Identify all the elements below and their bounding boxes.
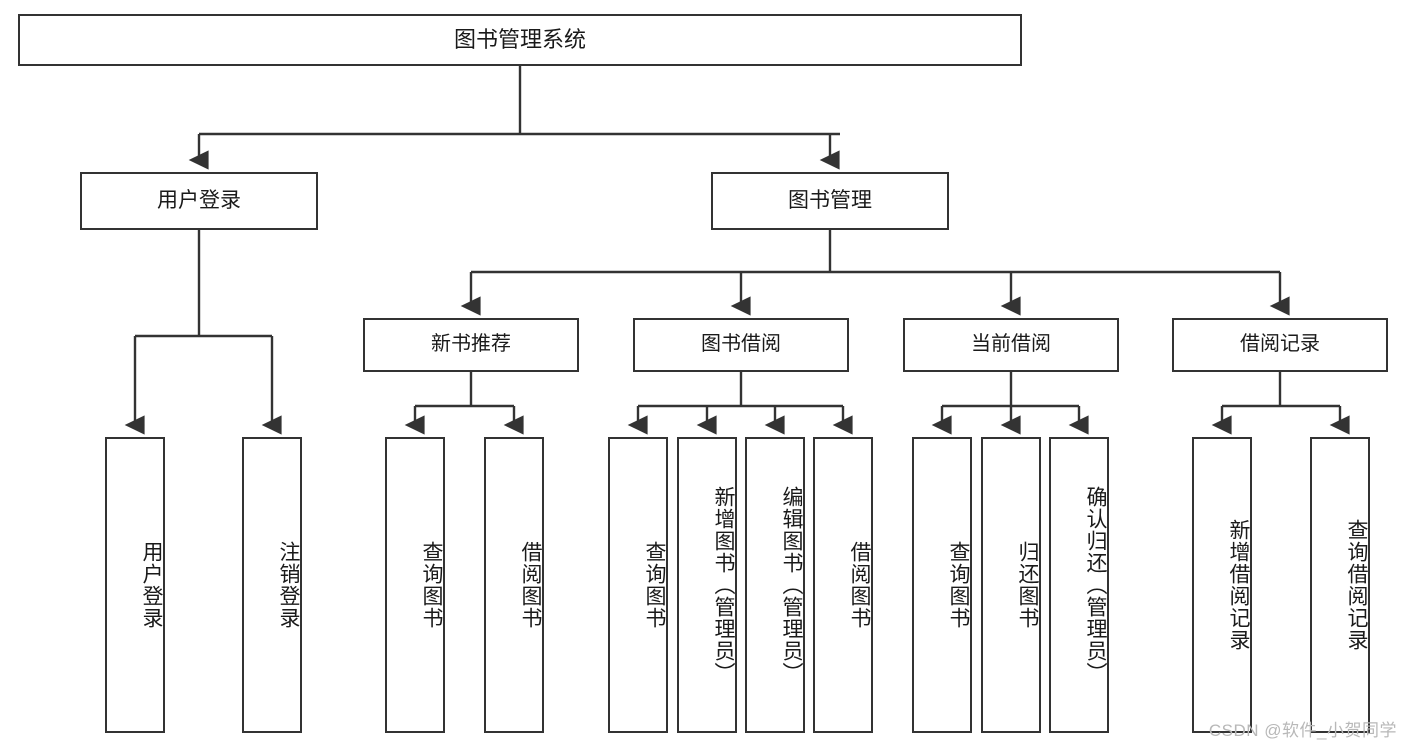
node-borrow-record[interactable]: 借阅记录	[1172, 318, 1388, 372]
node-leaf-logout[interactable]: 注销登录	[242, 437, 302, 733]
watermark-text: CSDN @软件_小贺同学	[1208, 721, 1397, 740]
node-user-login[interactable]: 用户登录	[80, 172, 318, 230]
node-leaf-borrow-book-2[interactable]: 借阅图书	[813, 437, 873, 733]
node-leaf-query-book-2[interactable]: 查询图书	[608, 437, 668, 733]
node-leaf-add-record[interactable]: 新增借阅记录	[1192, 437, 1252, 733]
node-leaf-borrow-book-1[interactable]: 借阅图书	[484, 437, 544, 733]
node-root-system[interactable]: 图书管理系统	[18, 14, 1022, 66]
node-leaf-confirm-return[interactable]: 确认归还（管理员）	[1049, 437, 1109, 733]
node-book-borrow[interactable]: 图书借阅	[633, 318, 849, 372]
node-current-borrow[interactable]: 当前借阅	[903, 318, 1119, 372]
node-leaf-query-book-1[interactable]: 查询图书	[385, 437, 445, 733]
node-new-book-recommend[interactable]: 新书推荐	[363, 318, 579, 372]
node-book-manage[interactable]: 图书管理	[711, 172, 949, 230]
node-leaf-edit-book[interactable]: 编辑图书（管理员）	[745, 437, 805, 733]
node-leaf-return-book[interactable]: 归还图书	[981, 437, 1041, 733]
node-leaf-query-record[interactable]: 查询借阅记录	[1310, 437, 1370, 733]
node-leaf-user-login[interactable]: 用户登录	[105, 437, 165, 733]
node-leaf-query-book-3[interactable]: 查询图书	[912, 437, 972, 733]
node-leaf-add-book[interactable]: 新增图书（管理员）	[677, 437, 737, 733]
